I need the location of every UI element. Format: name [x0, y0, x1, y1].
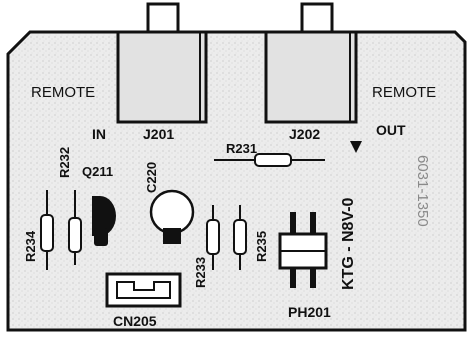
remote-in-label: REMOTE	[31, 84, 95, 101]
q211-tab	[94, 228, 108, 246]
r232-label: R232	[57, 147, 72, 178]
q211-label: Q211	[82, 164, 113, 179]
r234-label: R234	[23, 230, 38, 262]
side-code: 6031-1350	[414, 155, 431, 227]
r233-label: R233	[193, 257, 208, 288]
r231-body	[254, 153, 292, 167]
out-label: OUT	[376, 122, 406, 138]
r235-body	[233, 219, 247, 255]
r234-body	[40, 214, 54, 252]
cn205-label: CN205	[113, 313, 157, 329]
j202-tab	[300, 2, 334, 36]
ph201-label: PH201	[288, 304, 331, 320]
remote-out-label: REMOTE	[372, 84, 436, 101]
j201-label: J201	[143, 126, 174, 142]
j201-jack	[116, 30, 208, 124]
cn205-connector	[105, 272, 182, 308]
r235-label: R235	[254, 231, 269, 262]
r231-label: R231	[226, 141, 257, 156]
r233-body	[206, 219, 220, 255]
in-label: IN	[92, 126, 106, 142]
j201-tab	[146, 2, 180, 36]
cn205-inner	[116, 281, 171, 299]
c220-base	[163, 228, 181, 244]
board-outline	[6, 30, 467, 332]
j202-jack	[264, 30, 358, 124]
j202-label: J202	[289, 126, 320, 142]
board-code: KTG - N8V-0	[340, 197, 357, 290]
c220-capacitor	[149, 189, 195, 235]
pin1-marker	[350, 141, 362, 153]
q211-transistor	[92, 196, 116, 236]
r232-body	[68, 217, 82, 253]
c220-label: C220	[144, 162, 159, 193]
